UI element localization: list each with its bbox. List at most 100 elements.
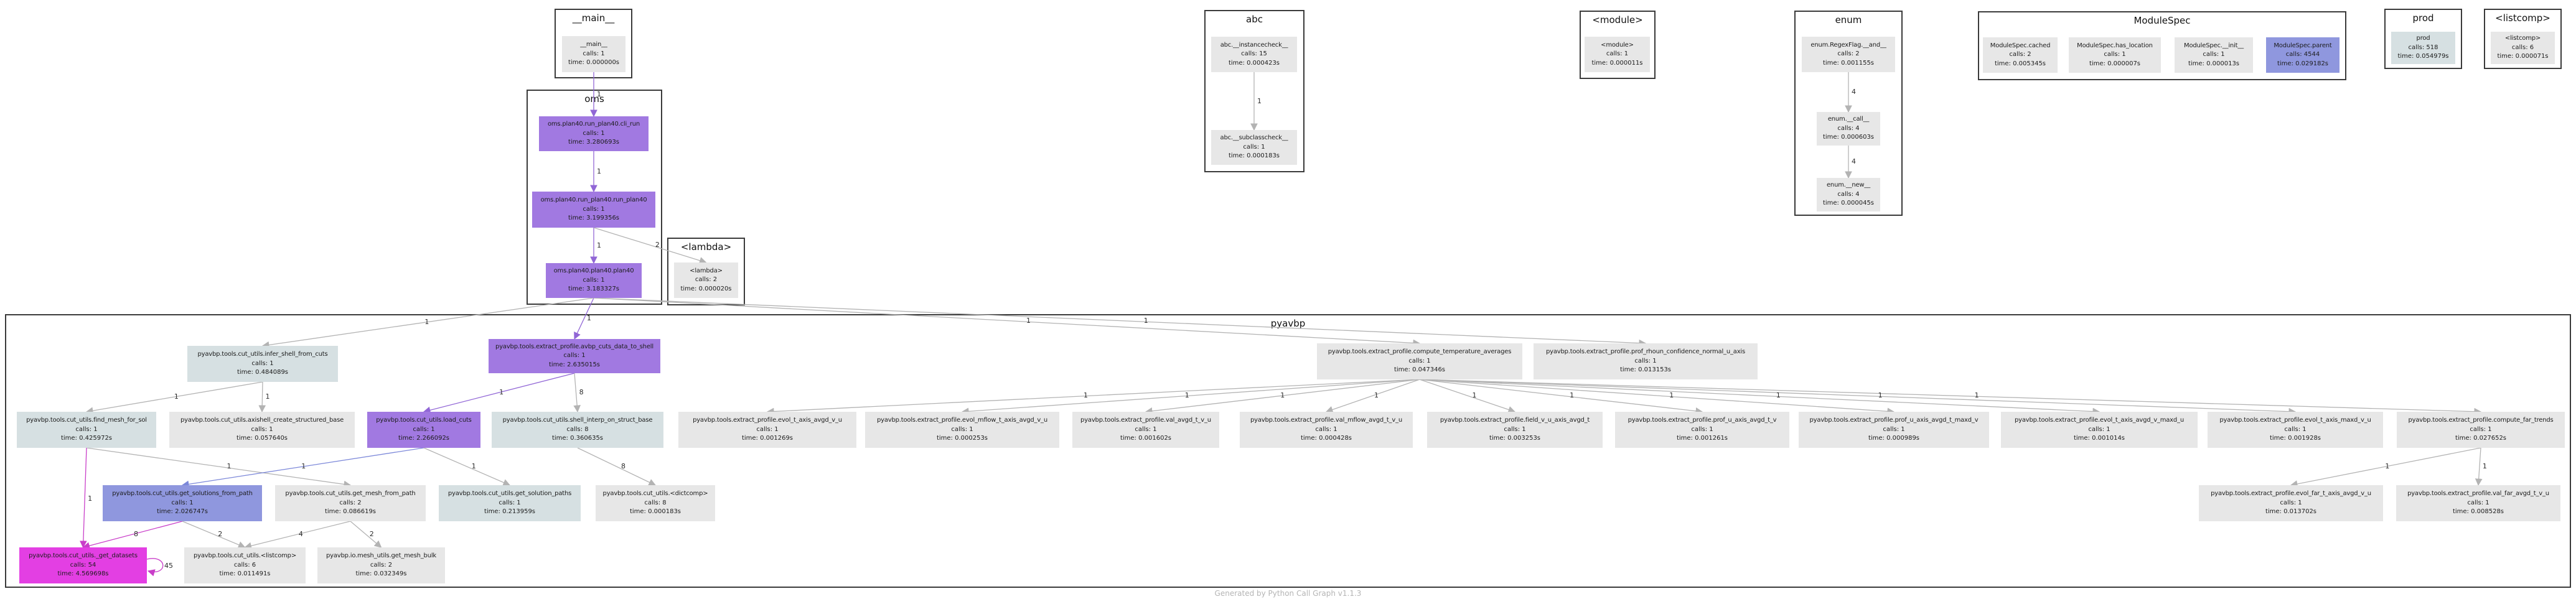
edge-call-count: 1 [1669,391,1674,400]
edge-call-count: 45 [164,562,173,570]
edge-get_solutions-listcomp_cut [182,521,246,549]
node-label: prod [2416,35,2430,42]
graph-node-listcomp_cut: pyavbp.tools.cut_utils.<listcomp>calls: … [184,547,306,583]
edge-compute_temp-prof_u_maxd [1419,379,1895,416]
node-label: pyavbp.tools.cut_utils.get_mesh_from_pat… [285,490,416,498]
node-calls: calls: 1 [499,499,521,506]
node-calls: calls: 2 [370,561,393,569]
node-label: pyavbp.tools.extract_profile.evol_t_axis… [2014,417,2184,424]
node-time: time: 3.183327s [568,286,620,293]
node-calls: calls: 15 [1241,50,1267,58]
graph-node-get_mesh_path: pyavbp.tools.cut_utils.get_mesh_from_pat… [275,485,426,521]
node-calls: calls: 1 [583,50,605,57]
node-calls: calls: 1 [251,360,274,367]
cluster-title: enum [1835,14,1862,26]
node-time: time: 0.000253s [936,435,988,442]
cluster-title: prod [2412,12,2434,24]
graph-node-get_sol_paths: pyavbp.tools.cut_utils.get_solution_path… [439,485,581,521]
node-time: time: 2.026747s [156,508,208,516]
edge-infer_shell-find_mesh [85,381,263,415]
node-label: pyavbp.tools.cut_utils.axishell_create_s… [180,417,344,424]
node-label: pyavbp.tools.extract_profile.prof_u_axis… [1809,417,1979,424]
edge-call-count: 1 [1974,391,1979,400]
node-time: time: 3.280693s [568,139,620,146]
node-time: time: 0.027652s [2455,435,2507,442]
graph-node-compute_temp: pyavbp.tools.extract_profile.compute_tem… [1317,343,1522,379]
node-calls: calls: 2 [339,499,362,506]
node-label: __main__ [580,41,607,49]
node-label: pyavbp.tools.cut_utils.<dictcomp> [602,490,708,498]
node-label: pyavbp.tools.extract_profile.evol_t_axis… [2219,417,2371,424]
node-calls: calls: 4544 [2285,51,2320,58]
edge-load_cuts-get_sol_paths [423,447,511,486]
cluster-title: <module> [1592,14,1643,26]
node-time: time: 0.001155s [1822,59,1875,67]
edge-self-get_datasets [146,558,164,577]
edge-call-count: 1 [1257,97,1262,106]
node-calls: calls: 1 [1883,425,1905,433]
node-label: pyavbp.tools.extract_profile.evol_far_t_… [2211,490,2371,498]
node-time: time: 0.008528s [2452,508,2504,516]
node-time: time: 2.635015s [548,361,601,368]
edge-call-count: 1 [1776,391,1781,400]
node-calls: calls: 1 [1606,50,1629,58]
node-time: time: 3.199356s [568,215,620,222]
edge-compute_temp-evol_t_maxd [1419,379,2297,416]
node-calls: calls: 1 [1135,425,1157,433]
node-label: pyavbp.tools.extract_profile.prof_u_axis… [1628,417,1777,424]
node-time: time: 0.000183s [629,508,681,516]
edge-shell_interp-dictcomp [577,447,657,486]
edge-call-count: 1 [2385,462,2390,471]
node-time: time: 0.013702s [2265,508,2317,516]
node-label: pyavbp.tools.extract_profile.evol_mflow_… [876,417,1047,424]
edge-plan40-infer_shell [261,297,594,349]
graph-node-evol_mflow: pyavbp.tools.extract_profile.evol_mflow_… [865,412,1059,448]
cluster-title: pyavbp [1270,318,1306,329]
edge-avbp_cuts-load_cuts [423,373,575,414]
node-time: time: 0.360635s [551,435,604,442]
edge-call-count: 1 [471,462,476,471]
edge-compute_temp-evol_t_avgd_v_u [766,379,1420,416]
node-label: <module> [1601,41,1634,49]
edge-get_mesh_path-get_mesh_bulk [350,521,382,548]
node-calls: calls: 1 [756,425,779,433]
edge-call-count: 1 [2482,462,2487,471]
node-calls: calls: 8 [566,425,589,433]
edge-call-count: 1 [1472,391,1477,400]
edge-call-count: 4 [1852,157,1856,166]
edge-call-count: 1 [499,388,504,397]
node-time: time: 0.086619s [324,508,377,516]
cluster-title: __main__ [572,12,615,24]
node-calls: calls: 4 [1837,124,1860,132]
node-label: ModuleSpec.has_location [2077,42,2153,49]
node-label: oms.plan40.run_plan40.run_plan40 [540,197,647,204]
edge-avbp_cuts-shell_interp [573,373,581,413]
node-label: pyavbp.tools.cut_utils.infer_shell_from_… [197,351,328,358]
graph-node-prof_u_v: pyavbp.tools.extract_profile.prof_u_axis… [1615,412,1789,448]
edge-plan40-avbp_cuts [574,297,594,340]
node-time: time: 0.000013s [2188,60,2240,67]
node-time: time: 0.000603s [1822,134,1875,141]
node-time: time: 0.001928s [2269,435,2321,442]
node-time: time: 0.000007s [2089,60,2141,67]
edge-find_mesh-get_mesh_path [86,447,352,488]
node-label: ModuleSpec.parent [2274,42,2332,49]
graph-node-evol_far: pyavbp.tools.extract_profile.evol_far_t_… [2199,485,2383,521]
node-time: time: 0.005345s [1994,60,2046,67]
edge-call-count: 2 [218,529,223,538]
edge-load_cuts-get_solutions [181,447,424,488]
cluster-title: <lambda> [680,241,732,253]
node-calls: calls: 8 [644,499,667,506]
graph-node-avbp_cuts: pyavbp.tools.extract_profile.avbp_cuts_d… [489,339,660,373]
edge-compute_temp-evol_t_avgd_maxd [1419,379,2101,416]
